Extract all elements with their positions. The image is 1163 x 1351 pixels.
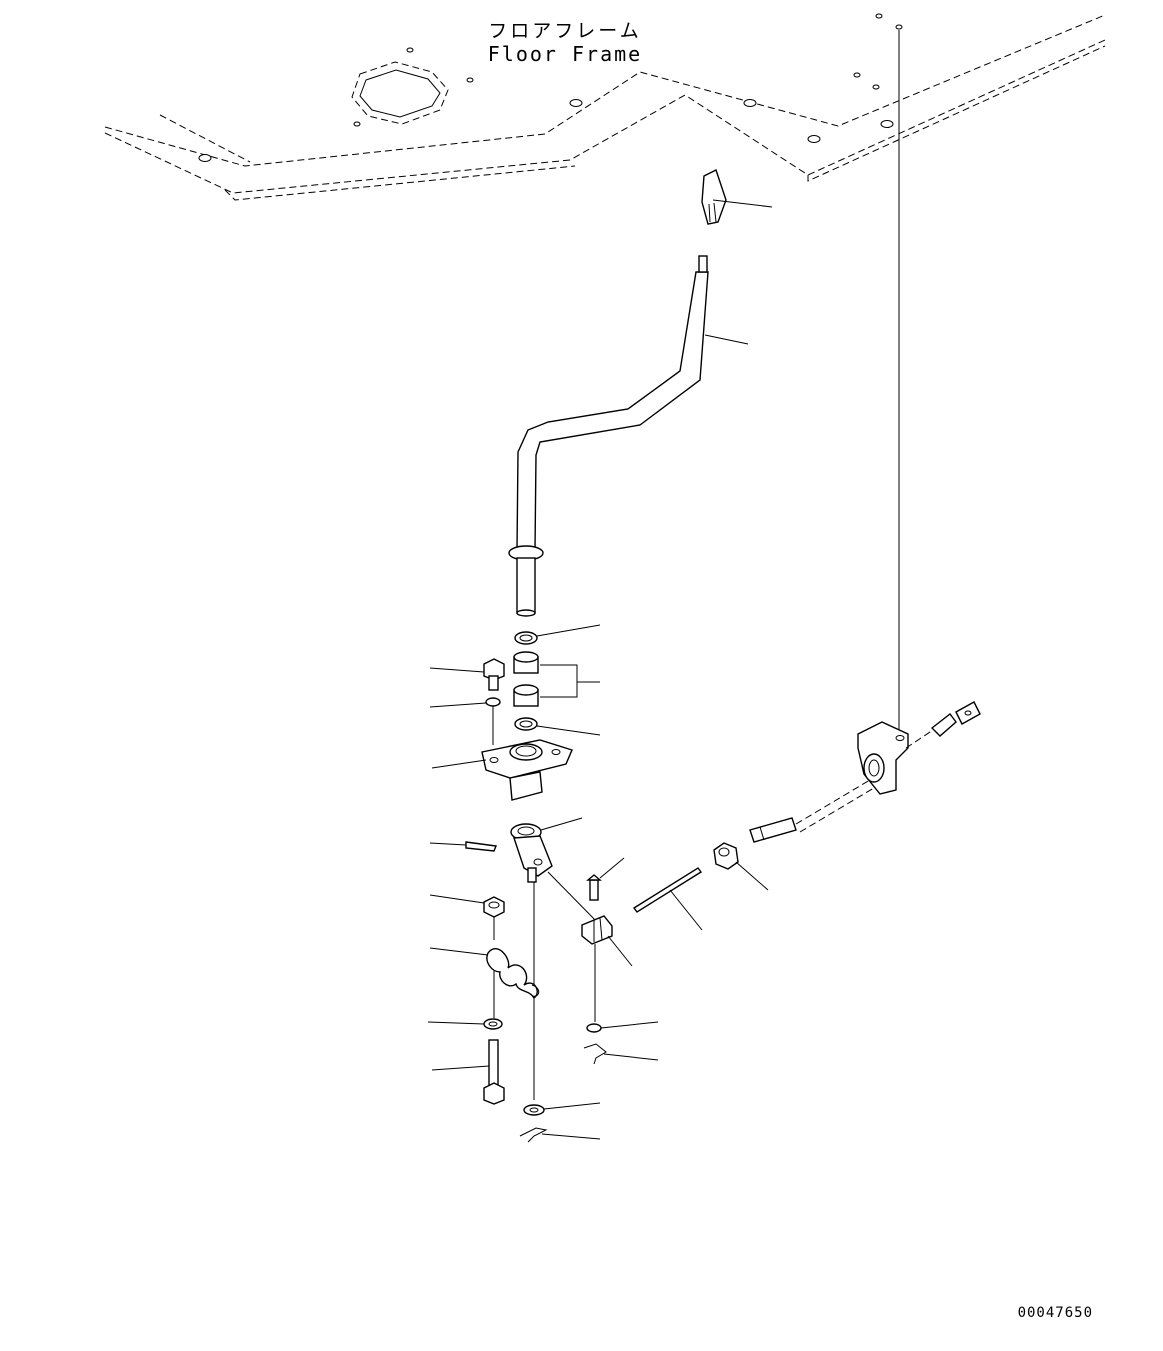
mounting-bolt-upper bbox=[429, 658, 505, 745]
lever-bracket-plate bbox=[431, 739, 573, 801]
floor-frame-outline bbox=[104, 13, 1106, 201]
floor-frame-label-english: Floor Frame bbox=[487, 42, 643, 66]
hex-nut-right bbox=[713, 842, 769, 891]
clevis-assembly bbox=[581, 857, 659, 1065]
lower-washer-pin bbox=[519, 1102, 601, 1143]
lever-knob bbox=[701, 169, 773, 225]
bushing-stack bbox=[513, 624, 601, 736]
floor-frame-label-japanese: フロアフレーム bbox=[488, 20, 642, 42]
spring-assembly bbox=[427, 894, 540, 1105]
shift-lever-rod bbox=[508, 255, 749, 617]
control-cable bbox=[749, 701, 981, 843]
threaded-rod bbox=[632, 867, 703, 931]
drawing-number: 00047650 bbox=[1017, 1305, 1093, 1321]
lever-arm bbox=[510, 817, 601, 1100]
split-pin-left bbox=[429, 841, 497, 852]
